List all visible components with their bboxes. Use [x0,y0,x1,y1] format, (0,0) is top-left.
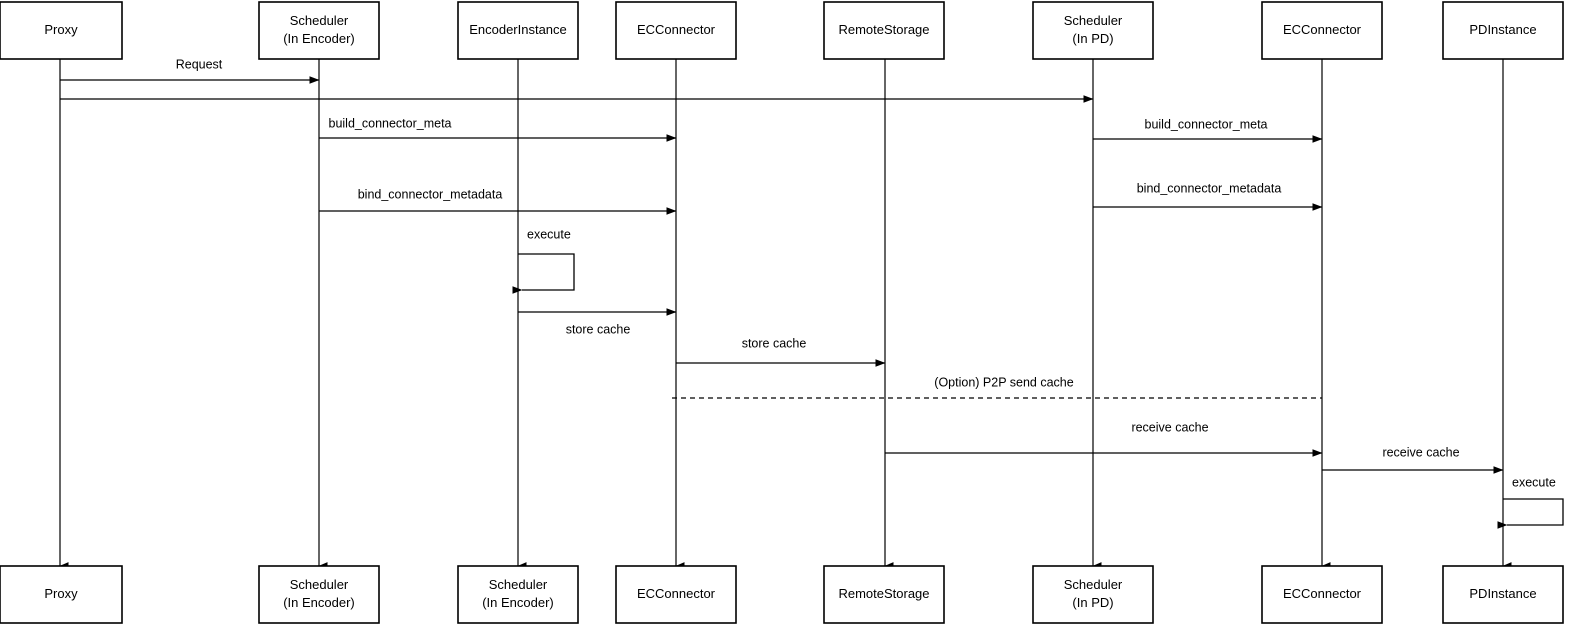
message-label-msg-p2p-send-cache: (Option) P2P send cache [934,375,1073,389]
participant-box-top-ecconnector-pd[interactable] [1261,1,1383,60]
participant-label-top-scheduler-in-pd-line2: (In PD) [1072,31,1113,46]
participant-bottom-scheduler-in-encoder[interactable]: Scheduler (In Encoder) [258,565,380,624]
participant-box-bottom-scheduler-in-pd[interactable] [1032,565,1154,624]
participant-top-pd-instance[interactable]: PDInstance [1442,1,1564,60]
self-message-label-self-execute-pd: execute [1512,475,1556,489]
self-message-loop-self-execute-pd [1497,498,1564,529]
participant-label-bottom-encoder-instance-line2: (In Encoder) [482,595,554,610]
participant-label-bottom-scheduler-in-encoder-line1: Scheduler [290,577,349,592]
message-label-msg-bind-connector-metadata-pd: bind_connector_metadata [1137,181,1282,195]
participant-box-bottom-ecconnector-pd[interactable] [1261,565,1383,624]
participant-box-bottom-ecconnector-encoder[interactable] [615,565,737,624]
participant-label-top-scheduler-in-encoder-line2: (In Encoder) [283,31,355,46]
participant-box-bottom-encoder-instance[interactable] [457,565,579,624]
participant-bottom-pd-instance[interactable]: PDInstance [1442,565,1564,624]
self-message-label-self-execute-encoder: execute [527,227,571,241]
participant-bottom-remote-storage[interactable]: RemoteStorage [823,565,945,624]
participant-label-top-scheduler-in-pd-line1: Scheduler [1064,13,1123,28]
participant-top-remote-storage[interactable]: RemoteStorage [823,1,945,60]
participant-label-top-encoder-instance: EncoderInstance [469,22,567,37]
participant-label-top-pd-instance: PDInstance [1469,22,1536,37]
participant-label-top-remote-storage: RemoteStorage [838,22,929,37]
participant-label-top-scheduler-in-encoder-line1: Scheduler [290,13,349,28]
participant-box-top-encoder-instance[interactable] [457,1,579,60]
messages-layer: Request build_connector_meta build_connect… [60,57,1504,474]
participant-bottom-ecconnector-pd[interactable]: ECConnector [1261,565,1383,624]
message-label-msg-bind-connector-metadata-encoder: bind_connector_metadata [358,187,503,201]
participant-label-bottom-proxy: Proxy [44,586,78,601]
participant-label-top-ecconnector-encoder: ECConnector [637,22,716,37]
message-label-msg-receive-cache-remote-to-ecc: receive cache [1131,420,1208,434]
participant-bottom-encoder-instance[interactable]: Scheduler (In Encoder) [457,565,579,624]
participant-label-bottom-ecconnector-pd: ECConnector [1283,586,1362,601]
participant-bottom-proxy[interactable]: Proxy [0,565,123,624]
message-label-msg-receive-cache-ecc-to-pd: receive cache [1382,445,1459,459]
message-label-msg-build-connector-meta-pd: build_connector_meta [1145,117,1268,131]
self-message-loop-self-execute-encoder [512,253,575,294]
participant-label-top-proxy: Proxy [44,22,78,37]
participant-box-bottom-remote-storage[interactable] [823,565,945,624]
participant-bottom-scheduler-in-pd[interactable]: Scheduler (In PD) [1032,565,1154,624]
participant-box-top-ecconnector-encoder[interactable] [615,1,737,60]
participant-top-scheduler-in-encoder[interactable]: Scheduler (In Encoder) [258,1,380,60]
participant-box-bottom-scheduler-in-encoder[interactable] [258,565,380,624]
participant-label-bottom-scheduler-in-pd-line1: Scheduler [1064,577,1123,592]
message-label-msg-store-cache-encoder: store cache [566,322,631,336]
participant-box-top-pd-instance[interactable] [1442,1,1564,60]
participant-top-proxy[interactable]: Proxy [0,1,123,60]
participant-top-ecconnector-pd[interactable]: ECConnector [1261,1,1383,60]
participant-top-encoder-instance[interactable]: EncoderInstance [457,1,579,60]
participant-top-ecconnector-encoder[interactable]: ECConnector [615,1,737,60]
participant-bottom-ecconnector-encoder[interactable]: ECConnector [615,565,737,624]
participant-box-top-scheduler-in-encoder[interactable] [258,1,380,60]
participant-label-bottom-scheduler-in-pd-line2: (In PD) [1072,595,1113,610]
participant-box-top-scheduler-in-pd[interactable] [1032,1,1154,60]
message-label-msg-build-connector-meta-encoder: build_connector_meta [329,116,452,130]
lifelines-layer [59,59,1512,570]
message-label-msg-store-cache-remote: store cache [742,336,807,350]
participant-box-bottom-pd-instance[interactable] [1442,565,1564,624]
participant-label-bottom-pd-instance: PDInstance [1469,586,1536,601]
participant-top-scheduler-in-pd[interactable]: Scheduler (In PD) [1032,1,1154,60]
message-label-msg-request: Request [176,57,223,71]
participant-label-bottom-scheduler-in-encoder-line2: (In Encoder) [283,595,355,610]
self-messages-layer: execute execute [512,227,1564,529]
participant-box-top-remote-storage[interactable] [823,1,945,60]
participant-label-top-ecconnector-pd: ECConnector [1283,22,1362,37]
participant-label-bottom-ecconnector-encoder: ECConnector [637,586,716,601]
participant-box-bottom-proxy[interactable] [0,565,123,624]
participant-label-bottom-encoder-instance-line1: Scheduler [489,577,548,592]
participant-label-bottom-remote-storage: RemoteStorage [838,586,929,601]
participant-box-top-proxy[interactable] [0,1,123,60]
